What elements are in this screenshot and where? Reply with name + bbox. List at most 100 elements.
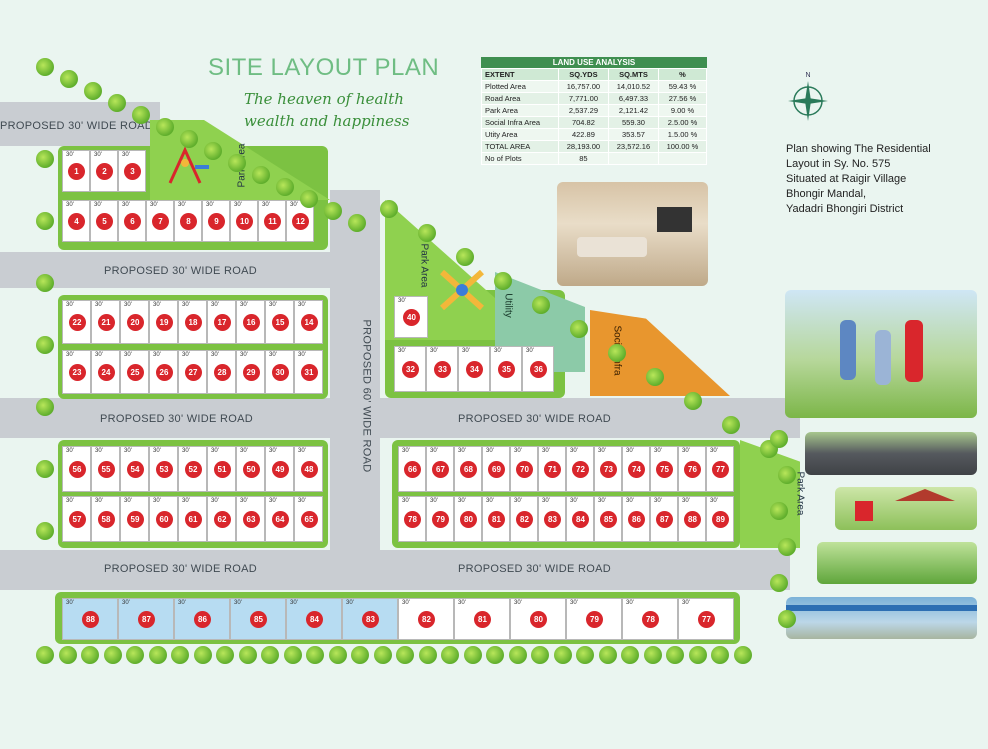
land-use-cell: 7,771.00 — [557, 92, 609, 105]
land-use-cell: 85 — [557, 152, 609, 165]
tree-icon — [418, 646, 437, 664]
road-label-2: PROPOSED 30' WIDE ROAD — [104, 265, 257, 277]
land-use-cell: 353.57 — [607, 128, 659, 141]
plot-number: 84 — [572, 511, 589, 528]
tree-icon — [778, 538, 796, 556]
plot-number: 58 — [97, 511, 115, 528]
plot-dimension: 30' — [290, 202, 298, 208]
plot-number: 48 — [300, 461, 318, 478]
plot-number: 25 — [126, 364, 144, 381]
